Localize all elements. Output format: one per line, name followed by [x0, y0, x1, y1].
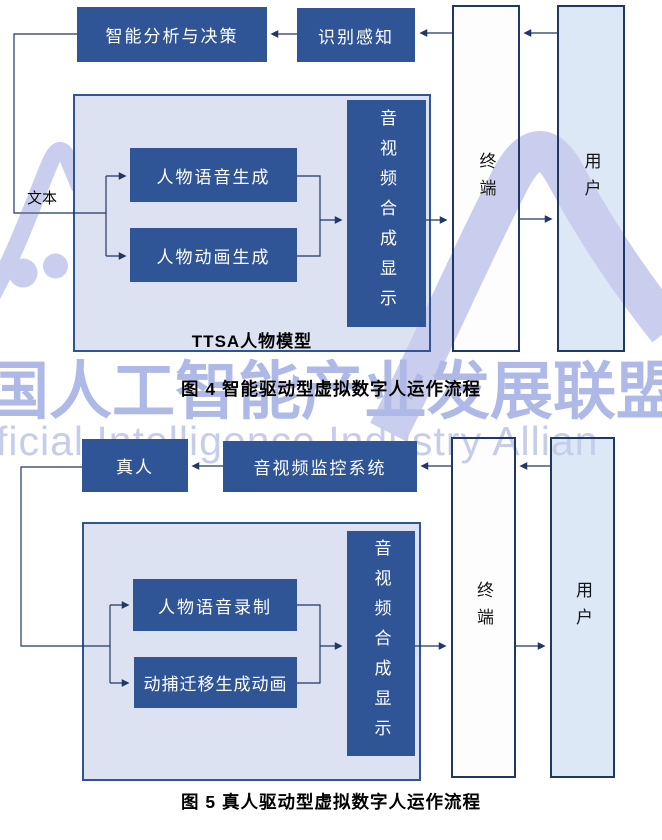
alliance-logo-swoosh-icon [0, 142, 74, 300]
decision-box: 智能分析与决策 [77, 7, 267, 62]
animation-generation-label: 人物动画生成 [156, 247, 271, 267]
av-synthesis-label-fig4: 音视频合成显示 [377, 108, 396, 319]
av-synthesis-box-fig4: 音视频合成显示 [347, 100, 426, 327]
real-person-box: 真人 [82, 439, 188, 492]
animation-generation-box: 人物动画生成 [130, 228, 297, 282]
mocap-animation-label: 动捕迁移生成动画 [143, 675, 288, 694]
user-box-fig4: 用户 [557, 5, 625, 352]
figure5-caption: 图 5 真人驱动型虚拟数字人运作流程 [181, 792, 481, 812]
terminal-label-fig4: 终端 [476, 151, 496, 206]
terminal-label-fig5: 终端 [474, 580, 493, 635]
terminal-box-fig5: 终端 [451, 437, 516, 778]
mocap-animation-box: 动捕迁移生成动画 [134, 657, 297, 708]
real-person-label: 真人 [116, 458, 154, 477]
user-label-fig4: 用户 [581, 151, 601, 206]
decision-label: 智能分析与决策 [105, 27, 239, 46]
av-monitoring-label: 音视频监控系统 [253, 459, 387, 478]
speech-generation-label: 人物语音生成 [156, 167, 271, 187]
terminal-box-fig4: 终端 [452, 5, 520, 352]
ttsa-model-label: TTSA人物模型 [191, 332, 313, 351]
text-input-label: 文本 [27, 190, 58, 207]
speech-record-box: 人物语音录制 [133, 579, 297, 631]
speech-generation-box: 人物语音生成 [130, 148, 297, 202]
user-label-fig5: 用户 [573, 580, 592, 635]
perception-label: 识别感知 [318, 27, 394, 47]
av-synthesis-box-fig5: 音视频合成显示 [347, 531, 415, 756]
perception-box: 识别感知 [297, 8, 415, 62]
av-monitoring-box: 音视频监控系统 [223, 441, 417, 492]
user-box-fig5: 用户 [550, 437, 615, 778]
figure4-caption: 图 4 智能驱动型虚拟数字人运作流程 [181, 379, 481, 399]
speech-record-label: 人物语音录制 [158, 597, 272, 617]
av-synthesis-label-fig5: 音视频合成显示 [371, 538, 391, 749]
alliance-logo-dots-icon [8, 253, 68, 288]
